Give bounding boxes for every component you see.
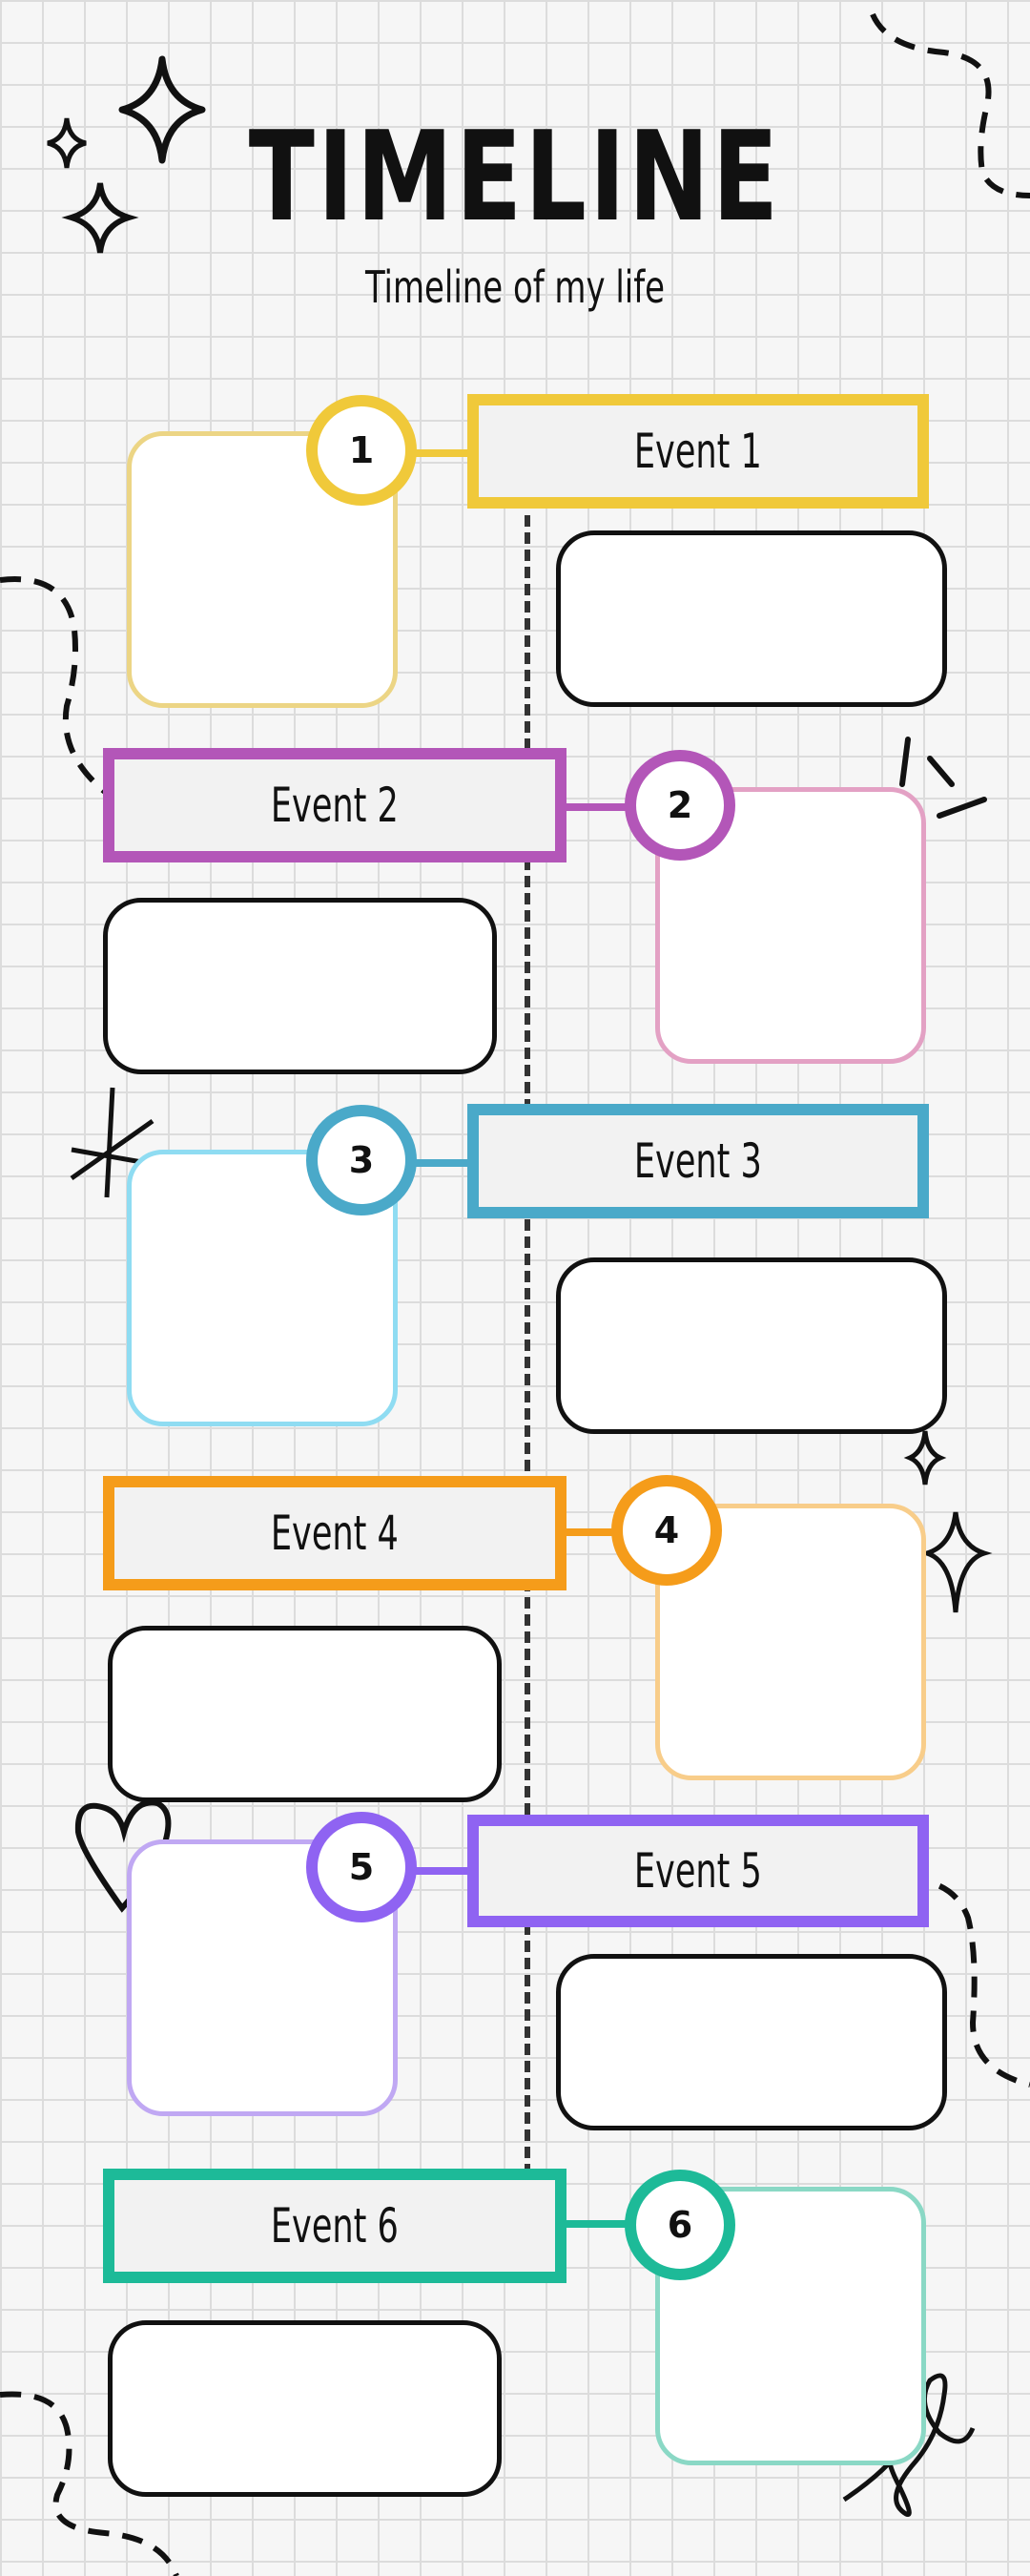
event-1-label: Event 1 (467, 394, 929, 509)
event-3-connector (410, 1159, 469, 1167)
event-5-number: 5 (306, 1812, 417, 1922)
event-6-number: 6 (625, 2170, 735, 2280)
event-3-description-box (556, 1257, 947, 1434)
page-subtitle: Timeline of my life (364, 261, 666, 313)
sparkle-icon (61, 182, 139, 254)
event-1-number: 1 (306, 395, 417, 506)
event-6-label: Event 6 (103, 2169, 566, 2283)
event-5-description-box (556, 1954, 947, 2130)
sparkle-icon (118, 55, 206, 164)
squiggle-icon (0, 576, 107, 795)
sparkle-icon (903, 1430, 947, 1485)
event-6-connector (563, 2220, 629, 2228)
sparkle-icon (918, 1511, 993, 1613)
event-4-label: Event 4 (103, 1476, 566, 1590)
event-5-label: Event 5 (467, 1815, 929, 1927)
sparkle-icon (47, 117, 87, 169)
event-2-number: 2 (625, 750, 735, 861)
timeline-spine (525, 515, 530, 2175)
event-2-label: Event 2 (103, 748, 566, 862)
event-1-connector (410, 449, 469, 457)
event-4-description-box (108, 1626, 502, 1802)
event-4-number: 4 (611, 1475, 722, 1586)
event-2-connector (563, 803, 629, 811)
page-title: TIMELINE (248, 104, 782, 249)
event-5-connector (410, 1867, 469, 1875)
event-6-description-box (108, 2320, 502, 2497)
event-1-description-box (556, 530, 947, 707)
event-3-number: 3 (306, 1105, 417, 1215)
event-3-label: Event 3 (467, 1104, 929, 1218)
squiggle-icon (0, 2391, 179, 2576)
squiggle-icon (870, 12, 1030, 198)
event-4-connector (563, 1528, 618, 1536)
event-2-description-box (103, 898, 497, 1074)
squiggle-icon (905, 1877, 1030, 2088)
